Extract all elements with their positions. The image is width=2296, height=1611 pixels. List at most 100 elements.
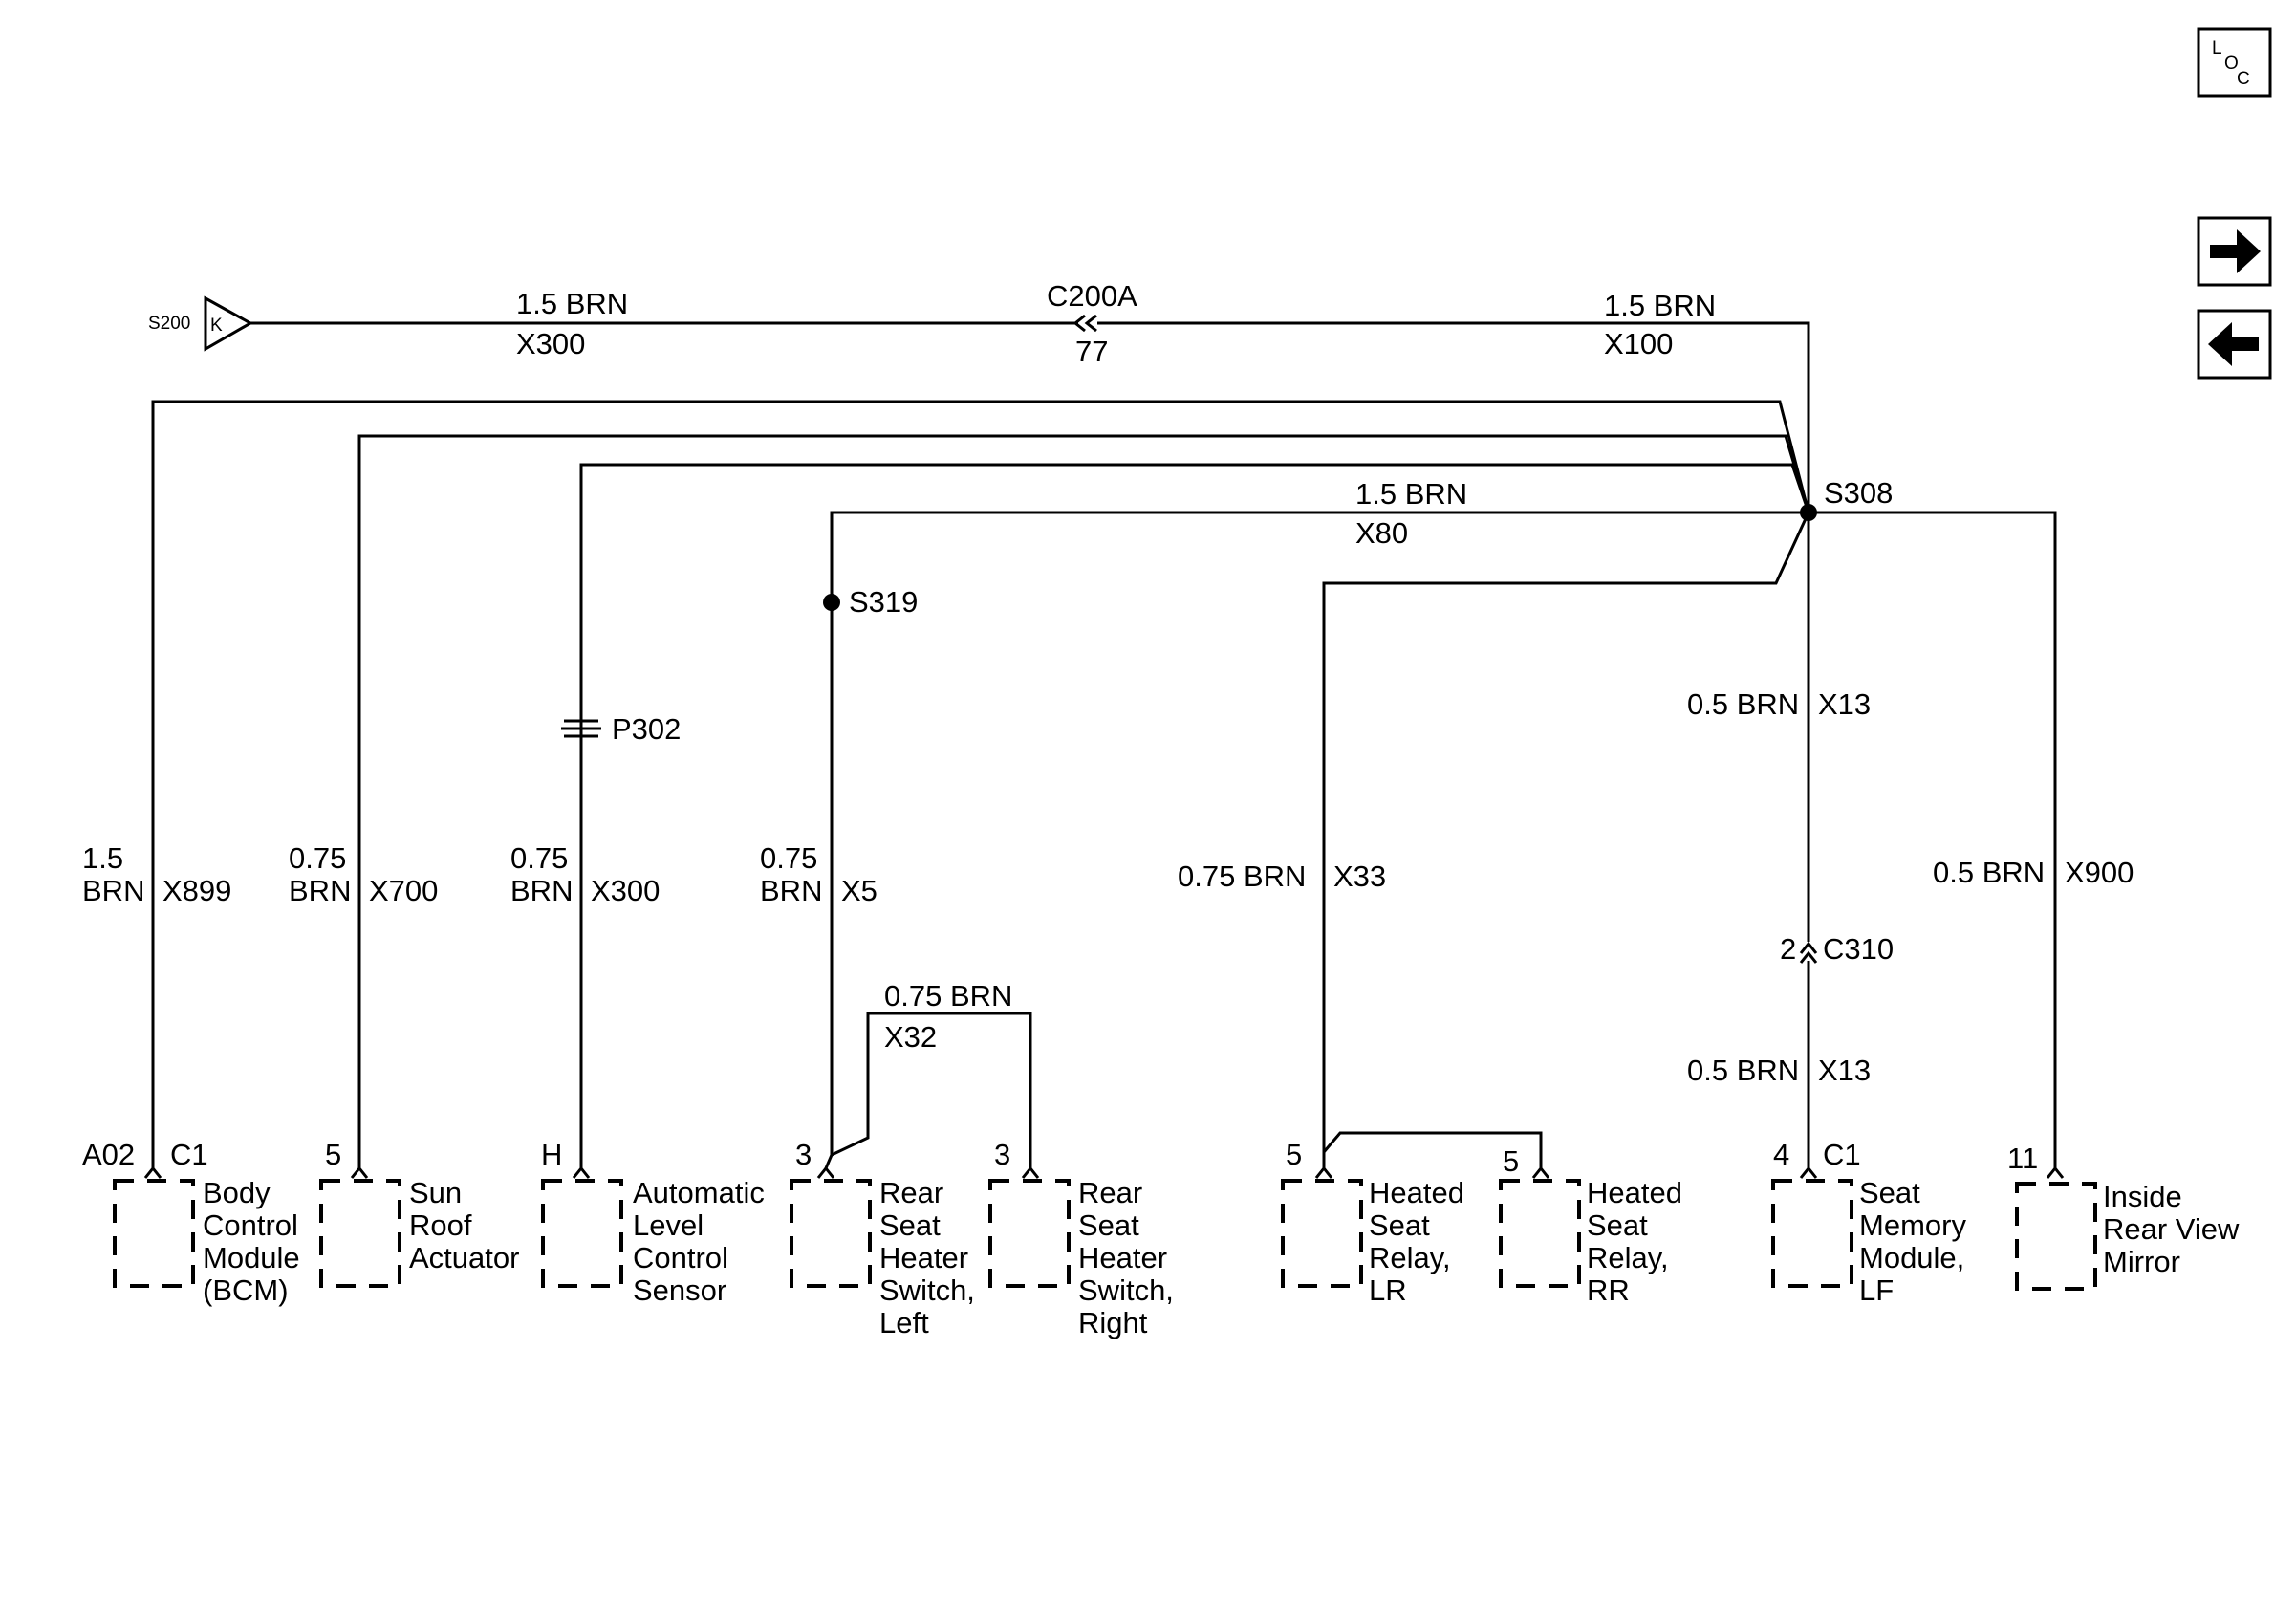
arrow-right-glyph xyxy=(2210,229,2261,273)
forward-button[interactable] xyxy=(2197,216,2272,287)
component-name-line: Module, xyxy=(1859,1241,1964,1274)
connector-label: C1 xyxy=(1823,1138,1861,1171)
wire-label-gauge: BRN xyxy=(289,874,351,907)
pin-terminals xyxy=(143,1165,2065,1179)
component-name-line: Rear xyxy=(879,1176,943,1209)
arrow-left-glyph xyxy=(2208,322,2259,366)
component-box xyxy=(988,1179,1071,1288)
splice-label-s308: S308 xyxy=(1824,476,1893,510)
component-name-line: Seat xyxy=(1369,1208,1430,1242)
wire-label-gauge: 0.5 BRN xyxy=(1687,687,1799,721)
wire-label-gauge: 1.5 BRN xyxy=(1604,289,1716,322)
pin-label: 4 xyxy=(1773,1138,1789,1171)
component-name-line: Mirror xyxy=(2103,1245,2180,1278)
component-name-line: RR xyxy=(1587,1274,1630,1307)
component-name-line: LR xyxy=(1369,1274,1407,1307)
wire-label-circuit: X300 xyxy=(516,327,585,360)
connector-label-c200a: C200A xyxy=(1047,279,1137,313)
loc-letter-l: L xyxy=(2212,38,2222,58)
component-name-line: Level xyxy=(633,1208,704,1242)
component-inside-rear-view-mirror[interactable]: 11 Inside Rear View Mirror xyxy=(2007,1142,2240,1291)
wire-label-gauge: 0.75 BRN xyxy=(884,979,1012,1012)
component-body-control-module[interactable]: A02 C1 Body Control Module (BCM) xyxy=(82,1138,300,1307)
wire-x300 xyxy=(579,463,1810,1168)
pass-through-label-p302: P302 xyxy=(612,712,681,746)
wire-label-gauge: 0.75 xyxy=(760,841,817,875)
wire-label-circuit: X900 xyxy=(2065,856,2134,889)
loc-icon[interactable] xyxy=(2197,27,2272,98)
component-box xyxy=(790,1179,872,1288)
component-name-line: Sun xyxy=(409,1176,462,1209)
connector-label: C1 xyxy=(170,1138,208,1171)
wire-label-circuit: X33 xyxy=(1333,860,1386,893)
component-name-line: Left xyxy=(879,1306,929,1339)
pin-label: 3 xyxy=(994,1138,1010,1171)
component-heated-seat-relay-lr[interactable]: 5 Heated Seat Relay, LR xyxy=(1281,1138,1464,1307)
wire-label-gauge: 1.5 xyxy=(82,841,123,875)
pin-label: 5 xyxy=(1286,1138,1302,1171)
pin-label: 5 xyxy=(325,1138,341,1171)
wire-label-circuit: X300 xyxy=(591,874,660,907)
component-name-line: Switch, xyxy=(879,1274,975,1307)
component-name-line: Roof xyxy=(409,1208,472,1242)
wire-label-circuit: X100 xyxy=(1604,327,1673,360)
back-button[interactable] xyxy=(2197,309,2272,380)
component-name-line: Sensor xyxy=(633,1274,726,1307)
component-name-line: Seat xyxy=(1078,1208,1139,1242)
component-name-line: Relay, xyxy=(1369,1241,1451,1274)
component-name-line: Rear View xyxy=(2103,1212,2240,1246)
wire-x899 xyxy=(151,400,1810,1168)
terminal-label-k: K xyxy=(210,316,223,336)
component-name-line: Inside xyxy=(2103,1180,2182,1213)
wire-label-circuit: X13 xyxy=(1818,1054,1871,1087)
pass-through-p302-symbol xyxy=(561,719,601,738)
component-name-line: Actuator xyxy=(409,1241,519,1274)
component-heated-seat-relay-rr[interactable]: 5 Heated Seat Relay, RR xyxy=(1499,1144,1682,1307)
component-name-line: Control xyxy=(203,1208,298,1242)
component-automatic-level-control-sensor[interactable]: H Automatic Level Control Sensor xyxy=(541,1138,765,1307)
component-name-line: Memory xyxy=(1859,1208,1966,1242)
wire-label-gauge: BRN xyxy=(760,874,822,907)
wire-x900 xyxy=(1809,511,2057,1168)
splice-label-s319: S319 xyxy=(849,585,918,619)
component-box xyxy=(113,1179,195,1288)
splice-dot-s308 xyxy=(1800,504,1817,521)
component-box xyxy=(1499,1179,1581,1288)
wire-x80-x5 xyxy=(824,511,1809,1169)
wire-label-gauge: 0.75 xyxy=(289,841,346,875)
wire-label-gauge: 0.75 BRN xyxy=(1178,860,1306,893)
splice-label-s200: S200 xyxy=(148,314,190,334)
connector-label-c310: C310 xyxy=(1823,932,1894,966)
wire-label-gauge: 0.5 BRN xyxy=(1933,856,2045,889)
wire-label-gauge: 1.5 BRN xyxy=(1355,477,1467,511)
wire-label-circuit: X5 xyxy=(841,874,877,907)
component-name-line: Module xyxy=(203,1241,300,1274)
wire-label-gauge: BRN xyxy=(82,874,144,907)
component-box xyxy=(541,1179,623,1288)
component-name-line: Heater xyxy=(1078,1241,1167,1274)
component-seat-memory-module-lf[interactable]: 4 C1 Seat Memory Module, LF xyxy=(1771,1138,1966,1307)
component-name-line: Seat xyxy=(1859,1176,1920,1209)
connector-c310-symbol xyxy=(1799,941,1818,964)
connector-c200a-symbol xyxy=(1072,314,1097,333)
component-sun-roof-actuator[interactable]: 5 Sun Roof Actuator xyxy=(319,1138,519,1288)
pin-label: 5 xyxy=(1503,1144,1519,1178)
component-name-line: Body xyxy=(203,1176,271,1209)
wire-label-gauge: 0.5 BRN xyxy=(1687,1054,1799,1087)
component-name-line: Automatic xyxy=(633,1176,765,1209)
component-name-line: Rear xyxy=(1078,1176,1142,1209)
wire-label-gauge: 0.75 xyxy=(510,841,568,875)
loc-letter-o: O xyxy=(2224,54,2239,74)
component-rear-seat-heater-switch-left[interactable]: 3 Rear Seat Heater Switch, Left xyxy=(790,1138,975,1339)
connector-pin-2: 2 xyxy=(1780,932,1796,966)
loc-button[interactable]: L O C xyxy=(2197,27,2272,98)
component-rear-seat-heater-switch-right[interactable]: 3 Rear Seat Heater Switch, Right xyxy=(988,1138,1174,1339)
wire-x33 xyxy=(1322,512,1810,1168)
wire-top-right xyxy=(1097,321,1810,512)
wire-x700 xyxy=(357,434,1810,1168)
wire-label-circuit: X80 xyxy=(1355,516,1408,550)
wire-label-gauge: 1.5 BRN xyxy=(516,287,628,320)
pin-label: 3 xyxy=(795,1138,812,1171)
splice-dot-s319 xyxy=(823,594,840,611)
